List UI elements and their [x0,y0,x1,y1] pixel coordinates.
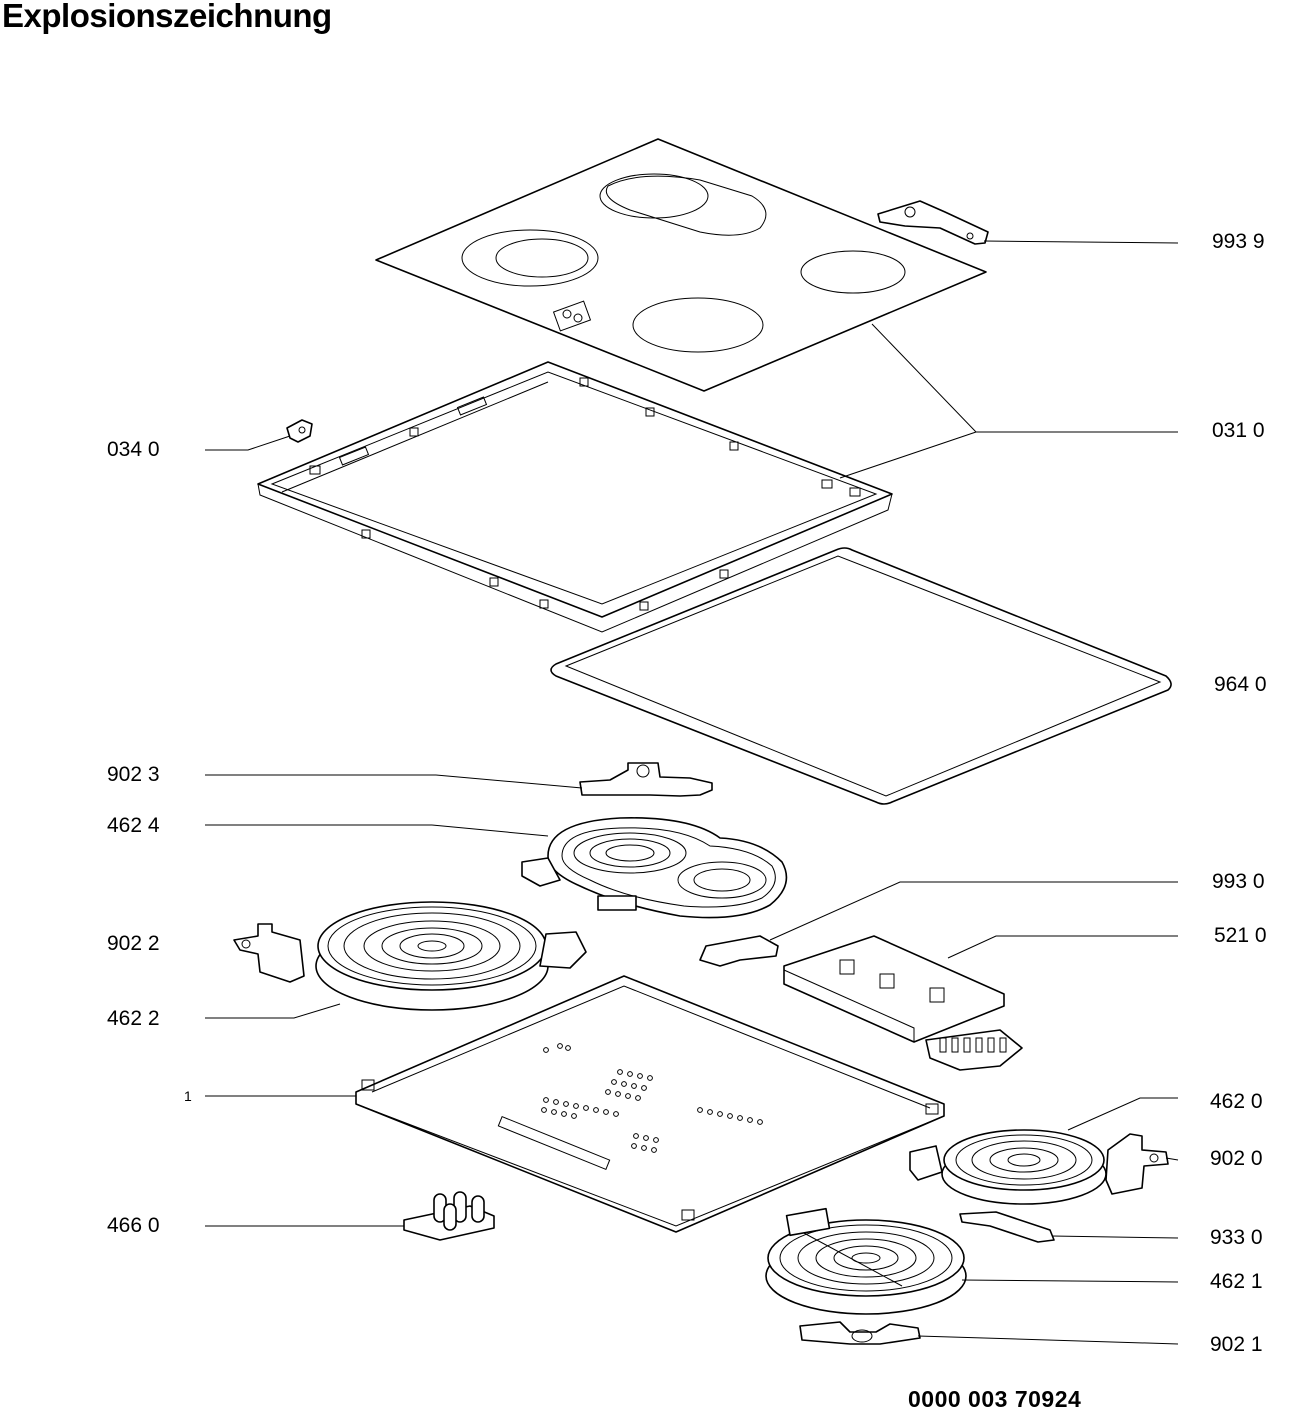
sensor-933-0 [959,1211,1055,1243]
label-034-0: 034 0 [107,438,160,461]
document-number: 0000 003 70924 [908,1386,1082,1412]
bottom-tray-1 [355,975,945,1233]
label-993-0: 993 0 [1212,870,1265,893]
heater-bracket-902-0 [1105,1133,1169,1195]
page-title: Explosionszeichnung [2,0,332,34]
heater-462-1 [765,1207,967,1315]
label-031-0: 031 0 [1212,419,1265,442]
label-1: 1 [184,1088,192,1104]
sensor-bracket [877,200,989,245]
control-module-521-0 [783,935,1023,1071]
label-462-1: 462 1 [1210,1270,1263,1293]
label-902-3: 902 3 [107,763,160,786]
label-964-0: 964 0 [1214,673,1267,696]
oval-heater-462-4 [521,817,788,919]
label-902-0: 902 0 [1210,1147,1263,1170]
terminal-block-466-0 [403,1191,495,1241]
leader-lines [205,240,1179,1345]
label-462-0: 462 0 [1210,1090,1263,1113]
heater-462-0 [909,1129,1107,1205]
label-933-0: 933 0 [1210,1226,1263,1249]
label-521-0: 521 0 [1214,924,1267,947]
label-902-2: 902 2 [107,932,160,955]
glass-ceramic-top [375,138,987,392]
heater-bracket-902-2 [233,923,305,983]
cooktop-frame [257,361,893,633]
heater-bracket-902-1 [799,1321,921,1345]
label-462-4: 462 4 [107,814,160,837]
label-993-9: 993 9 [1212,230,1265,253]
heater-bracket-902-3 [579,762,713,797]
part-labels-left: 034 0 902 3 462 4 902 2 462 2 1 466 0 [107,438,192,1237]
dual-circuit-heater-462-2 [315,901,587,1011]
label-462-2: 462 2 [107,1007,160,1030]
seal-gasket [550,547,1172,805]
label-902-1: 902 1 [1210,1333,1263,1356]
label-466-0: 466 0 [107,1214,160,1237]
bracket-993-0 [699,935,779,967]
part-labels-right: 993 9 031 0 964 0 993 0 521 0 462 0 902 … [1210,230,1267,1356]
frame-clip [286,419,313,443]
